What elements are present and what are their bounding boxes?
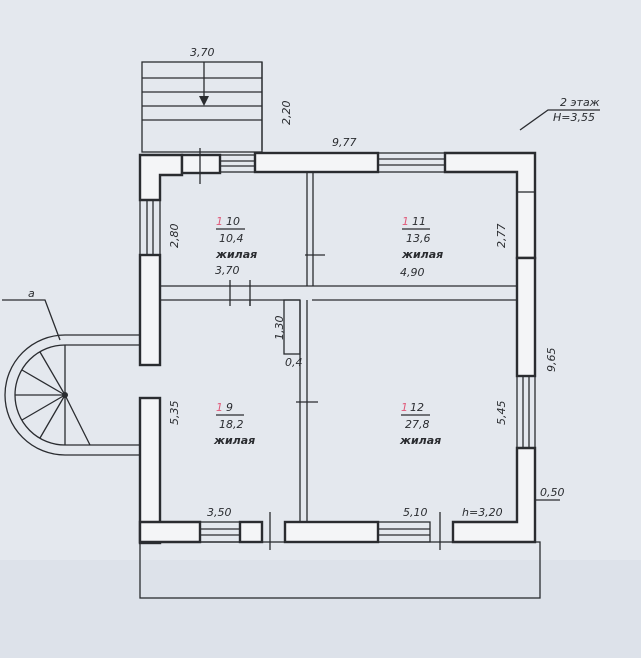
room-number: 12 [410,401,424,414]
dim-room10-width: 3,70 [215,264,240,277]
room-type: жилая [401,248,443,261]
room-10: 1 10 10,4 жилая [215,215,257,261]
room-number: 9 [226,401,233,414]
room-area: 13,6 [406,232,431,245]
dim-room12-width: 5,10 [403,506,428,519]
level-label: 2 этаж [560,96,600,109]
dim-corridor-width: 0,4 [285,356,303,369]
bottom-terrace [139,541,541,599]
dim-room11-width: 4,90 [400,266,425,279]
room-prefix: 1 [402,215,409,228]
room-area: 27,8 [405,418,430,431]
room-9: 1 9 18,2 жилая [213,401,255,447]
room-type: жилая [213,434,255,447]
dim-wall-offset: 0,50 [540,486,565,499]
room-11: 1 11 13,6 жилая [401,215,443,261]
room-number: 11 [412,215,426,228]
room-number: 10 [226,215,240,228]
dim-room11-height: 2,77 [495,224,508,249]
room-area: 18,2 [219,418,244,431]
paper-shade [0,560,641,658]
dim-porch-width: 3,70 [190,46,215,59]
dim-corridor-length: 1,30 [273,316,286,341]
dim-room9-height: 5,35 [168,401,181,426]
stair-label: а [28,287,35,300]
interior-walls [160,172,517,522]
top-porch [141,61,263,153]
dim-porch-depth: 2,20 [280,101,293,126]
ceiling-height: h=3,20 [462,506,503,519]
outer-walls [138,148,537,550]
room-area: 10,4 [219,232,244,245]
dim-overall-depth: 9,65 [545,348,558,373]
room-type: жилая [215,248,257,261]
room-prefix: 1 [216,401,223,414]
room-prefix: 1 [216,215,223,228]
room-prefix: 1 [401,401,408,414]
dim-room9-width: 3,50 [207,506,232,519]
dim-overall-width: 9,77 [332,136,357,149]
dim-room12-height: 5,45 [495,401,508,426]
room-type: жилая [399,434,441,447]
room-12: 1 12 27,8 жилая [399,401,441,447]
level-marker: 2 этаж H=3,55 [519,96,600,131]
dim-room10-height: 2,80 [168,224,181,249]
level-height: H=3,55 [553,111,595,124]
spiral-stair [2,299,140,456]
